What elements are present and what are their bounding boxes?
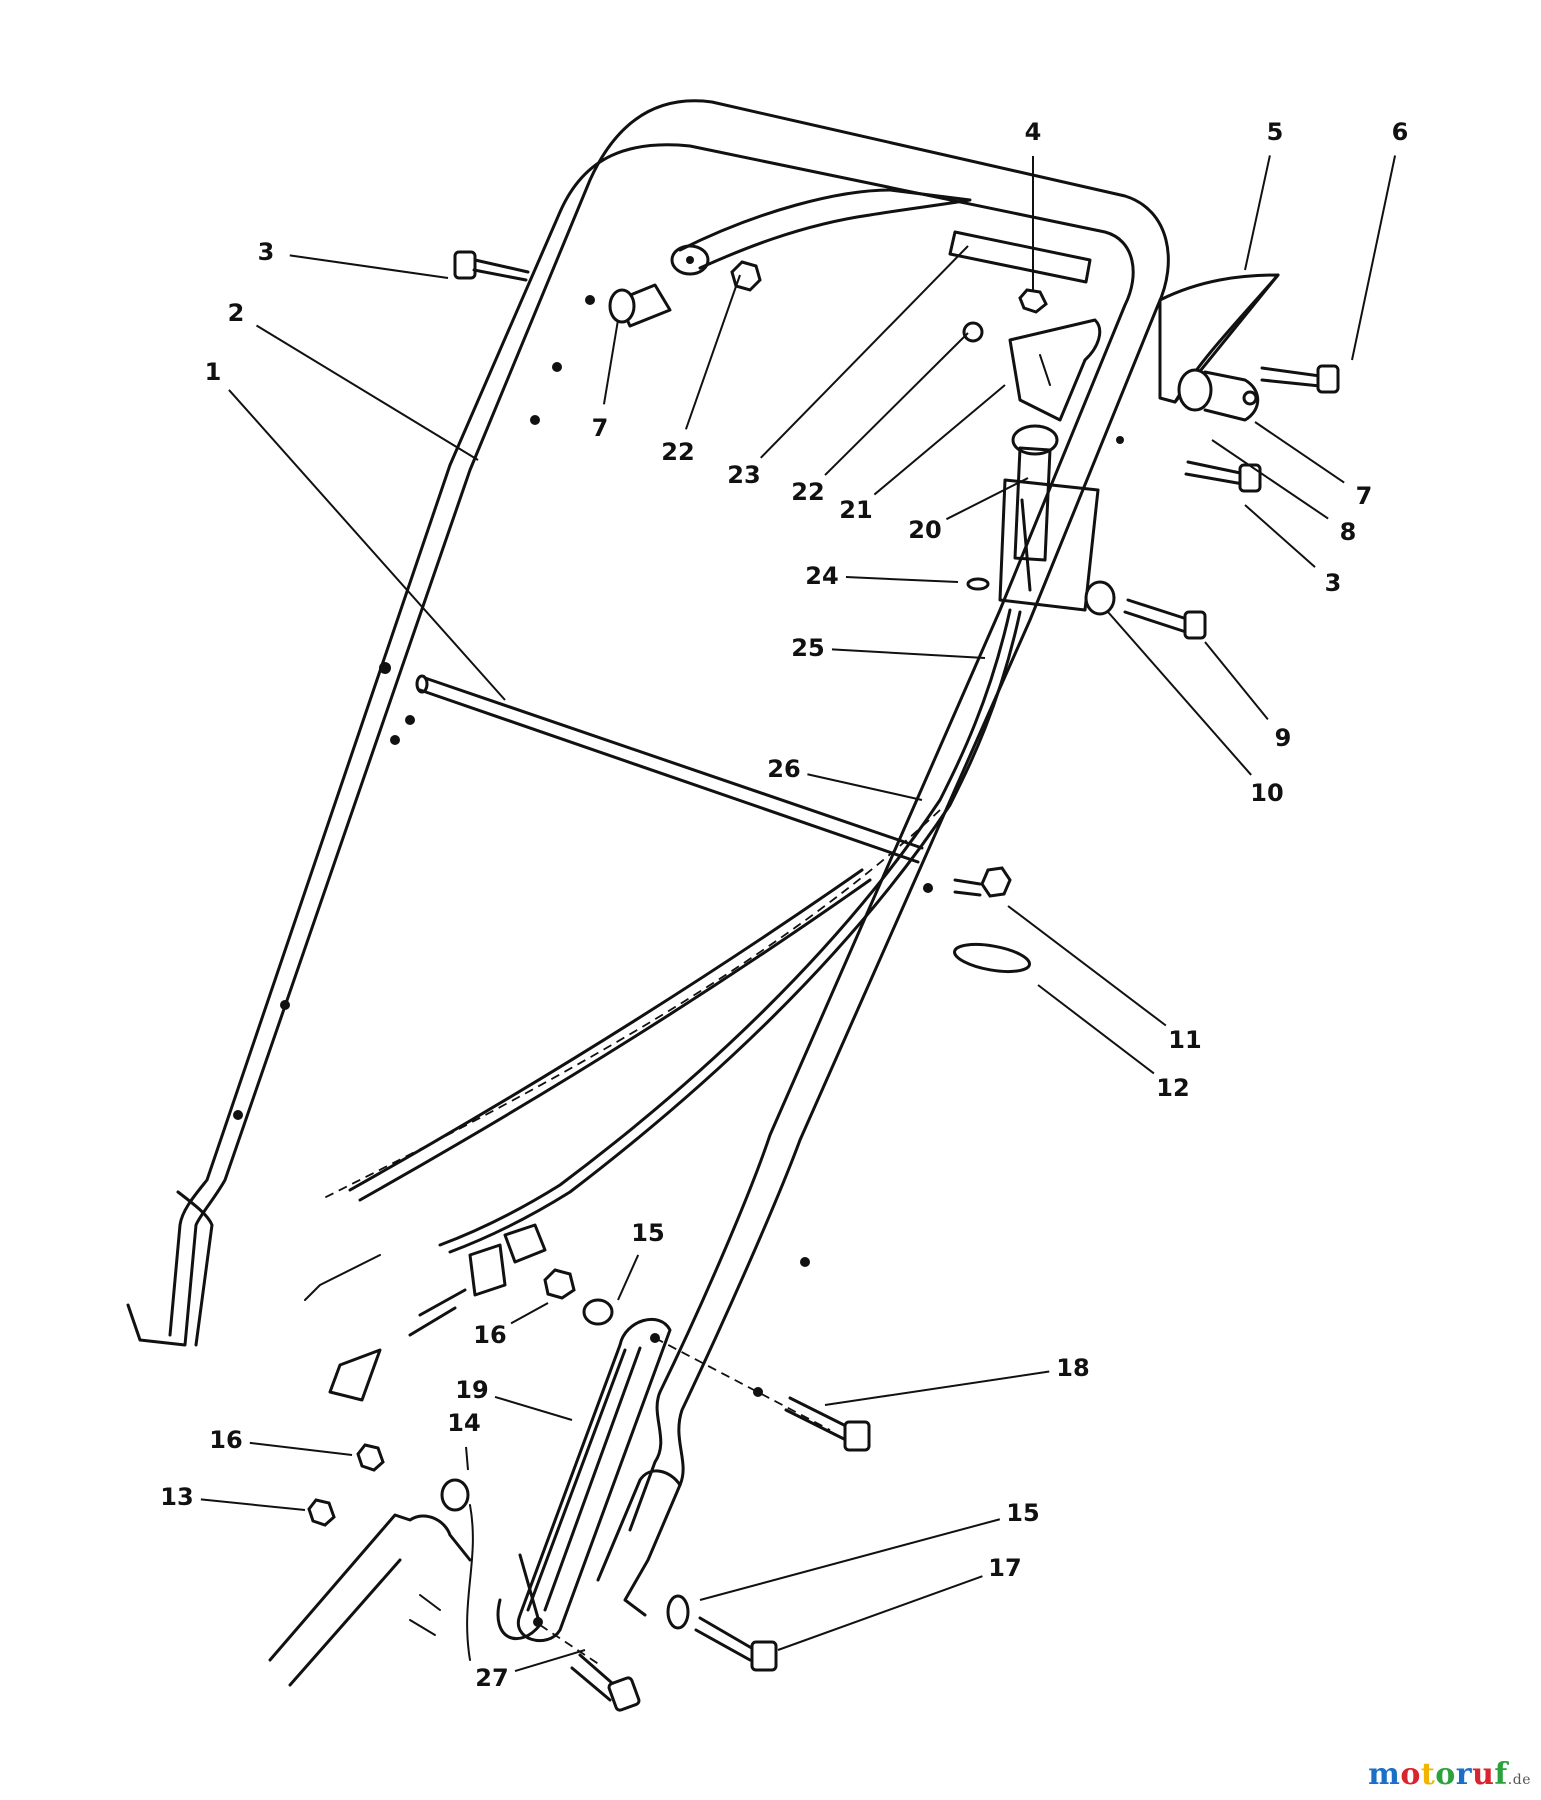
handle-holes [233, 295, 1124, 1397]
callout-leader [1254, 421, 1345, 484]
bolt-6 [1260, 364, 1340, 394]
callout-leader [249, 1441, 353, 1456]
control-lever [998, 424, 1100, 612]
callout-label: 10 [1250, 779, 1283, 807]
callout-label: 26 [767, 755, 800, 783]
left-bushing [608, 260, 762, 328]
callout-label: 2 [228, 299, 245, 327]
callout-leader [602, 319, 619, 405]
callout-label: 22 [791, 478, 824, 506]
callout-leader [760, 245, 969, 459]
callout-label: 16 [473, 1321, 506, 1349]
callout-label: 6 [1392, 118, 1409, 146]
callout-leader [1351, 155, 1397, 361]
callout-leader [824, 332, 969, 476]
callout-leader [494, 1395, 573, 1421]
upper-handle [126, 99, 1170, 1617]
callout-leader [255, 324, 479, 461]
callout-leader [1244, 155, 1271, 271]
callout-label: 19 [455, 1376, 488, 1404]
callout-label: 18 [1056, 1354, 1089, 1382]
callout-label: 13 [160, 1483, 193, 1511]
callout-leader [699, 1518, 1001, 1601]
callout-label: 27 [475, 1664, 508, 1692]
callout-label: 12 [1156, 1074, 1189, 1102]
callout-leader [1211, 439, 1329, 520]
callout-leader [1204, 641, 1269, 721]
callout-label: 25 [791, 634, 824, 662]
bolt-9 [1084, 580, 1207, 640]
callout-label: 22 [661, 438, 694, 466]
callout-leader [514, 1649, 586, 1673]
right-bracket [962, 288, 1102, 422]
callout-leader [807, 773, 923, 801]
callout-label: 15 [1006, 1499, 1039, 1527]
watermark-letter: r [1455, 1757, 1473, 1792]
callout-leader [510, 1302, 549, 1325]
cable-tie-12 [953, 942, 1031, 974]
watermark-letter: m [1368, 1757, 1401, 1792]
callout-label: 23 [727, 461, 760, 489]
clip-24 [966, 577, 990, 591]
callout-leader [845, 576, 959, 583]
callout-label: 11 [1168, 1026, 1201, 1054]
watermark-letter: t [1420, 1757, 1436, 1792]
callout-label: 15 [631, 1219, 664, 1247]
callout-leader [228, 389, 506, 701]
callout-leader [1244, 504, 1316, 568]
grip-bracket [1158, 273, 1280, 404]
callout-label: 7 [592, 414, 609, 442]
callout-label: 17 [988, 1554, 1021, 1582]
callout-label: 24 [805, 562, 838, 590]
watermark-letter: o [1435, 1757, 1456, 1792]
bolt-3-left [453, 250, 530, 282]
watermark-letter: f [1494, 1757, 1508, 1792]
callout-label: 20 [908, 516, 941, 544]
hardware-upper [543, 1268, 614, 1326]
callout-label: 14 [447, 1409, 480, 1437]
callout-leader [873, 384, 1006, 496]
upper-bracket [670, 188, 1092, 284]
callout-label: 16 [209, 1426, 242, 1454]
callout-label: 4 [1025, 118, 1042, 146]
watermark-tld: .de [1507, 1772, 1531, 1788]
cable-adjuster [328, 1223, 547, 1402]
callout-leader [289, 254, 449, 279]
callout-label: 8 [1340, 518, 1357, 546]
bolt-3-right [1184, 460, 1262, 493]
bolt-18 [784, 1396, 871, 1452]
callout-label: 3 [1325, 569, 1342, 597]
bolt-27 [570, 1653, 641, 1712]
link-arm [516, 1317, 831, 1666]
callout-label: 5 [1267, 118, 1284, 146]
watermark-letter: u [1472, 1757, 1495, 1792]
callout-leader [200, 1498, 306, 1511]
callout-leader [617, 1254, 640, 1301]
callout-label: 7 [1356, 482, 1373, 510]
callout-leader [684, 274, 741, 430]
callout-leader [465, 1446, 469, 1471]
callout-leader [945, 477, 1029, 521]
callout-leader [831, 648, 986, 659]
callout-leader [1037, 984, 1155, 1075]
cross-bar [415, 674, 924, 864]
callout-label: 21 [839, 496, 872, 524]
callout-leader [824, 1370, 1050, 1406]
lower-linkage [268, 1443, 542, 1687]
cam-lever [1177, 368, 1260, 422]
callout-label: 9 [1275, 724, 1292, 752]
bolt-11 [953, 866, 1012, 898]
callout-label: 1 [205, 358, 222, 386]
watermark-logo: motoruf.de [1368, 1757, 1531, 1792]
callout-leader [777, 1575, 983, 1651]
callout-leader [1007, 905, 1167, 1027]
watermark-letter: o [1400, 1757, 1421, 1792]
callout-label: 3 [258, 238, 275, 266]
hardware-lower [666, 1594, 778, 1672]
callout-leader [1107, 611, 1252, 776]
cables [304, 608, 1022, 1301]
